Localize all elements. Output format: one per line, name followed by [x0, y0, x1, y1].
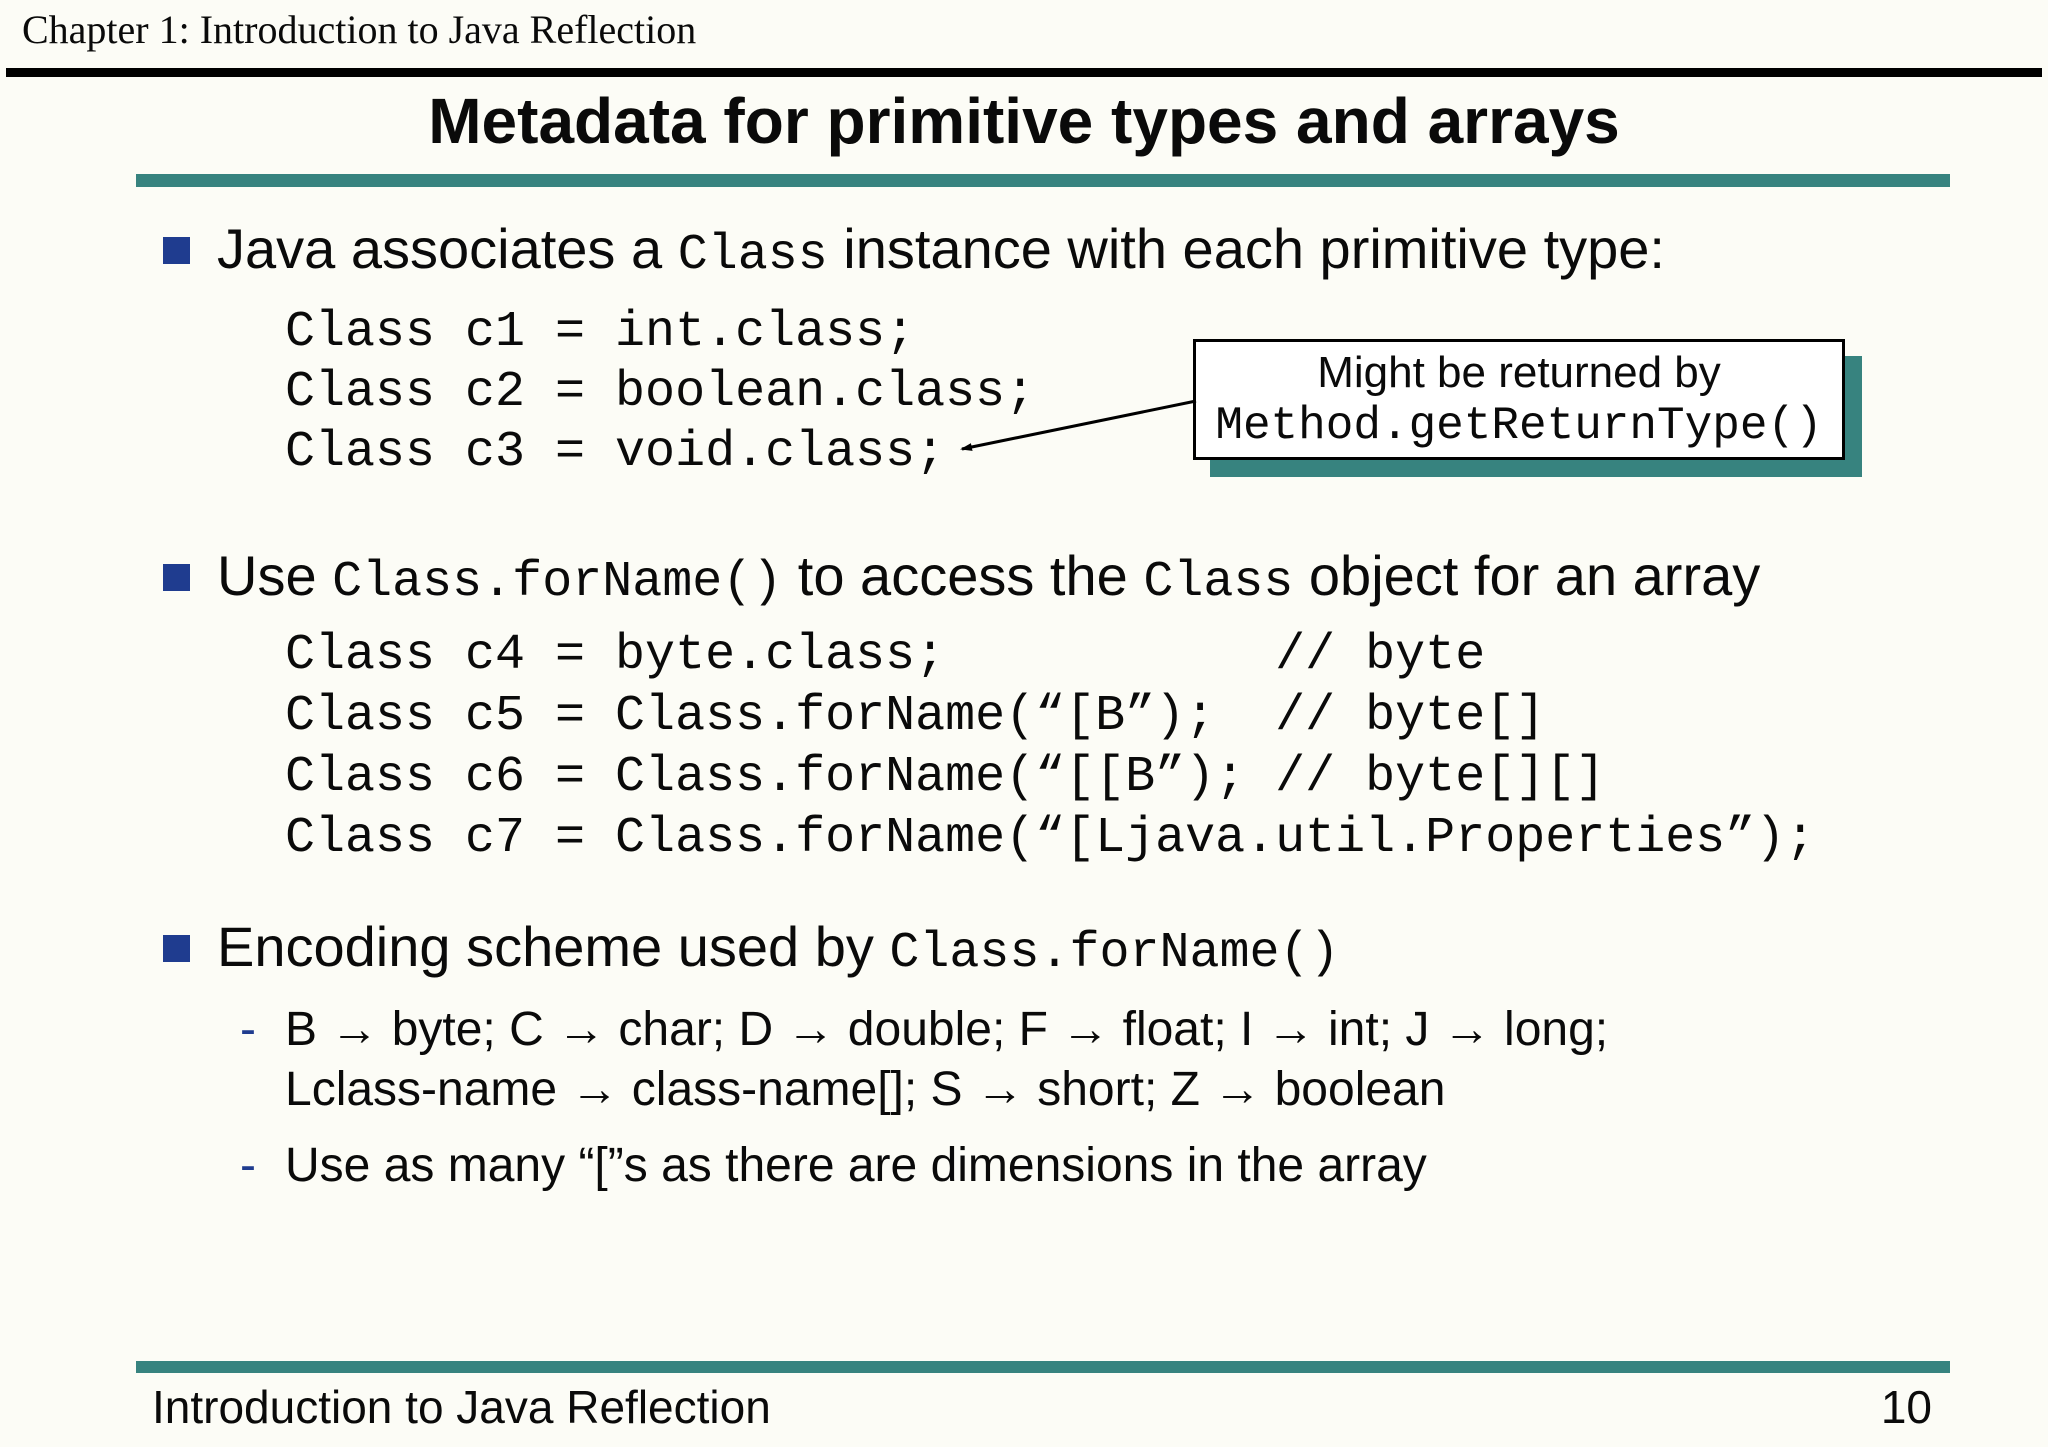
- bullet-square-icon: [163, 934, 190, 962]
- footer-title: Introduction to Java Reflection: [152, 1381, 771, 1433]
- code-line: Class c3 = void.class;: [285, 424, 946, 481]
- code-text-run: Class.forName(): [332, 554, 783, 611]
- chapter-header: Chapter 1: Introduction to Java Reflecti…: [22, 7, 697, 52]
- sub-bullet-encoding-letters: - B → byte; C → char; D → double; F → fl…: [240, 1000, 1608, 1120]
- text-line: B → byte; C → char; D → double; F → floa…: [285, 1003, 1609, 1056]
- bullet-text: Java associates a Class instance with ea…: [217, 216, 1665, 284]
- sub-bullet-dimensions: - Use as many “[”s as there are dimensio…: [240, 1136, 1427, 1196]
- text-run: to access the: [782, 544, 1144, 607]
- footer-rule-bar: [136, 1361, 1950, 1373]
- callout-box: Might be returned by Method.getReturnTyp…: [1193, 339, 1845, 460]
- text-line: Lclass-name → class-name[]; S → short; Z…: [285, 1063, 1446, 1116]
- bullet-square-icon: [163, 236, 190, 264]
- callout-text: Might be returned by: [1317, 347, 1721, 397]
- header-rule: [6, 68, 2042, 77]
- text-run: Use: [217, 544, 333, 607]
- page-title: Metadata for primitive types and arrays: [428, 85, 1620, 157]
- dash-bullet-icon: -: [240, 1003, 256, 1056]
- title-underline-bar: [136, 174, 1950, 187]
- bullet-text: Use Class.forName() to access the Class …: [217, 543, 1760, 611]
- text-run: Java associates a: [217, 217, 678, 280]
- bullet-primitive-class-instance: Java associates a Class instance with ea…: [163, 216, 1665, 284]
- code-line: Class c4 = byte.class; // byte: [285, 627, 1486, 684]
- dash-bullet-icon: -: [240, 1139, 256, 1192]
- callout-arrow-icon: [960, 399, 1197, 451]
- text-run: instance with each primitive type:: [827, 217, 1665, 280]
- bullet-encoding-scheme: Encoding scheme used by Class.forName(): [163, 914, 1340, 982]
- code-line: Class c2 = boolean.class;: [285, 364, 1036, 421]
- bullet-forname-array-access: Use Class.forName() to access the Class …: [163, 543, 1760, 611]
- bullet-text: Encoding scheme used by Class.forName(): [217, 914, 1340, 982]
- callout-code-text: Method.getReturnType(): [1215, 399, 1823, 452]
- sub-bullet-text: B → byte; C → char; D → double; F → floa…: [285, 1000, 1608, 1120]
- sub-bullet-text: Use as many “[”s as there are dimensions…: [285, 1139, 1427, 1192]
- code-text-run: Class: [1143, 554, 1294, 611]
- code-line: Class c5 = Class.forName(“[B”); // byte[…: [285, 688, 1546, 745]
- bullet-square-icon: [163, 563, 190, 591]
- code-text-run: Class: [677, 227, 828, 284]
- code-line: Class c1 = int.class;: [285, 304, 916, 361]
- code-text-run: Class.forName(): [889, 925, 1340, 982]
- page-number: 10: [1880, 1381, 1932, 1433]
- text-run: object for an array: [1293, 544, 1761, 607]
- code-line: Class c6 = Class.forName(“[[B”); // byte…: [285, 749, 1606, 806]
- code-block-primitive-types: Class c1 = int.class;Class c2 = boolean.…: [285, 303, 1035, 483]
- text-run: Encoding scheme used by: [217, 915, 890, 978]
- code-line: Class c7 = Class.forName(“[Ljava.util.Pr…: [285, 810, 1816, 867]
